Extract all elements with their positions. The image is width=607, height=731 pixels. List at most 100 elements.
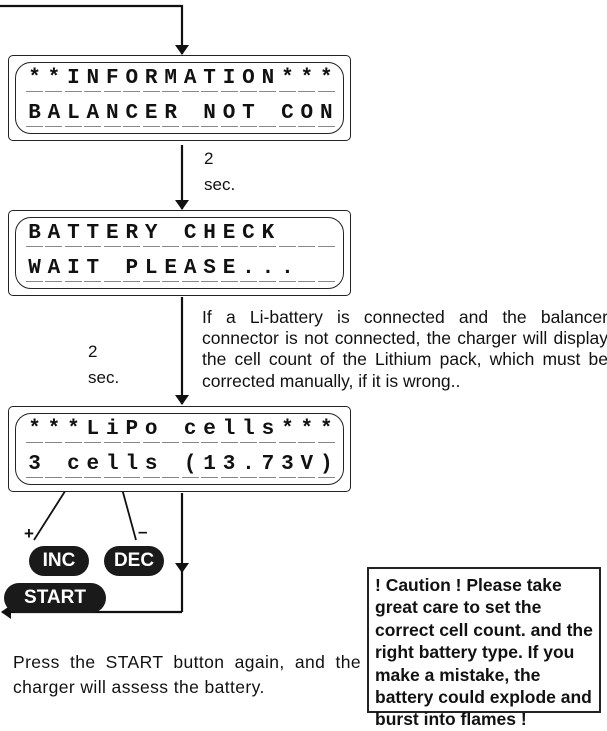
lcd-char: T — [201, 67, 219, 92]
lcd-char: . — [278, 257, 296, 282]
start-button[interactable]: START — [4, 583, 106, 613]
lcd-char: l — [123, 453, 141, 478]
lcd-char: E — [162, 257, 180, 282]
lcd-char: F — [103, 67, 121, 92]
lcd-char: A — [181, 67, 199, 92]
lcd-char: . — [239, 453, 257, 478]
lcd-char: C — [123, 102, 141, 127]
lcd-char: o — [142, 418, 160, 443]
lcd-char: R — [123, 222, 141, 247]
lcd-char: C — [278, 102, 296, 127]
lcd-char: l — [220, 418, 238, 443]
lcd-char: R — [142, 67, 160, 92]
lcd-char: A — [45, 102, 63, 127]
lcd-char: T — [64, 222, 82, 247]
entry-line — [0, 4, 189, 55]
lcd-char: * — [45, 418, 63, 443]
lcd-char — [103, 257, 121, 282]
lcd-char: B — [26, 222, 43, 247]
lcd-char: s — [259, 418, 277, 443]
lcd-char: s — [142, 453, 160, 478]
lcd-char: I — [64, 67, 82, 92]
lcd-char: I — [220, 67, 238, 92]
lcd-char: * — [278, 418, 296, 443]
lcd-char: N — [103, 102, 121, 127]
lcd-char: L — [84, 418, 102, 443]
lcd-char: l — [103, 453, 121, 478]
lcd-char: l — [239, 418, 257, 443]
lcd-char — [298, 257, 316, 282]
lcd-char — [162, 453, 180, 478]
lcd-char — [162, 418, 180, 443]
lcd-char: . — [239, 257, 257, 282]
caution-box: ! Caution ! Please take great care to se… — [367, 567, 601, 729]
lcd-char: E — [103, 222, 121, 247]
lcd-char: A — [45, 257, 63, 282]
lcd-char: I — [64, 257, 82, 282]
lcd-char: c — [64, 453, 82, 478]
lcd-char: T — [239, 102, 257, 127]
lcd-char: H — [201, 222, 219, 247]
lcd-char: E — [220, 257, 238, 282]
lcd-char: L — [142, 257, 160, 282]
lcd-char: W — [26, 257, 43, 282]
lcd-char: B — [26, 102, 43, 127]
delay-value: 2 — [204, 149, 214, 168]
lcd-char — [45, 453, 63, 478]
dec-button[interactable]: DEC — [104, 546, 164, 576]
lcd-char: * — [278, 67, 296, 92]
lcd-char: ) — [317, 453, 335, 478]
lcd-char: R — [162, 102, 180, 127]
lcd-char: * — [45, 67, 63, 92]
lcd-char: 3 — [26, 453, 43, 478]
lcd-char: P — [123, 418, 141, 443]
lcd-char: M — [162, 67, 180, 92]
lcd-char: * — [26, 418, 43, 443]
lcd-char — [259, 102, 277, 127]
lcd-char: N — [317, 102, 335, 127]
lcd-char: L — [64, 102, 82, 127]
lcd-char: E — [142, 102, 160, 127]
lcd-char: S — [201, 257, 219, 282]
delay-label-2: 2 sec. — [88, 339, 119, 391]
lcd-char: N — [201, 102, 219, 127]
lcd-char: E — [220, 222, 238, 247]
lcd-char: * — [298, 67, 316, 92]
lcd-char: i — [103, 418, 121, 443]
lcd-char: C — [181, 222, 199, 247]
lcd-char: N — [84, 67, 102, 92]
lcd-char: A — [181, 257, 199, 282]
inc-button[interactable]: INC — [29, 546, 89, 576]
lcd-char — [278, 222, 296, 247]
lcd-char: O — [298, 102, 316, 127]
lcd-char: O — [220, 102, 238, 127]
delay-value: 2 — [88, 342, 98, 361]
lcd-char: c — [181, 418, 199, 443]
lcd-char: V — [298, 453, 316, 478]
delay-label-1: 2 sec. — [204, 146, 235, 198]
lcd-char: 3 — [278, 453, 296, 478]
lcd-char: 3 — [220, 453, 238, 478]
lcd-char: 7 — [259, 453, 277, 478]
lcd-char: * — [64, 418, 82, 443]
lcd-char — [298, 222, 316, 247]
lcd-char: Y — [142, 222, 160, 247]
balancer-note: If a Li-battery is connected and the bal… — [202, 307, 607, 391]
start-instruction: Press the START button again, and the ch… — [13, 652, 361, 697]
lcd-char: T — [84, 222, 102, 247]
delay-unit: sec. — [204, 175, 236, 194]
lcd-char — [317, 222, 335, 247]
lcd-char: T — [84, 257, 102, 282]
lcd-char: N — [259, 67, 277, 92]
